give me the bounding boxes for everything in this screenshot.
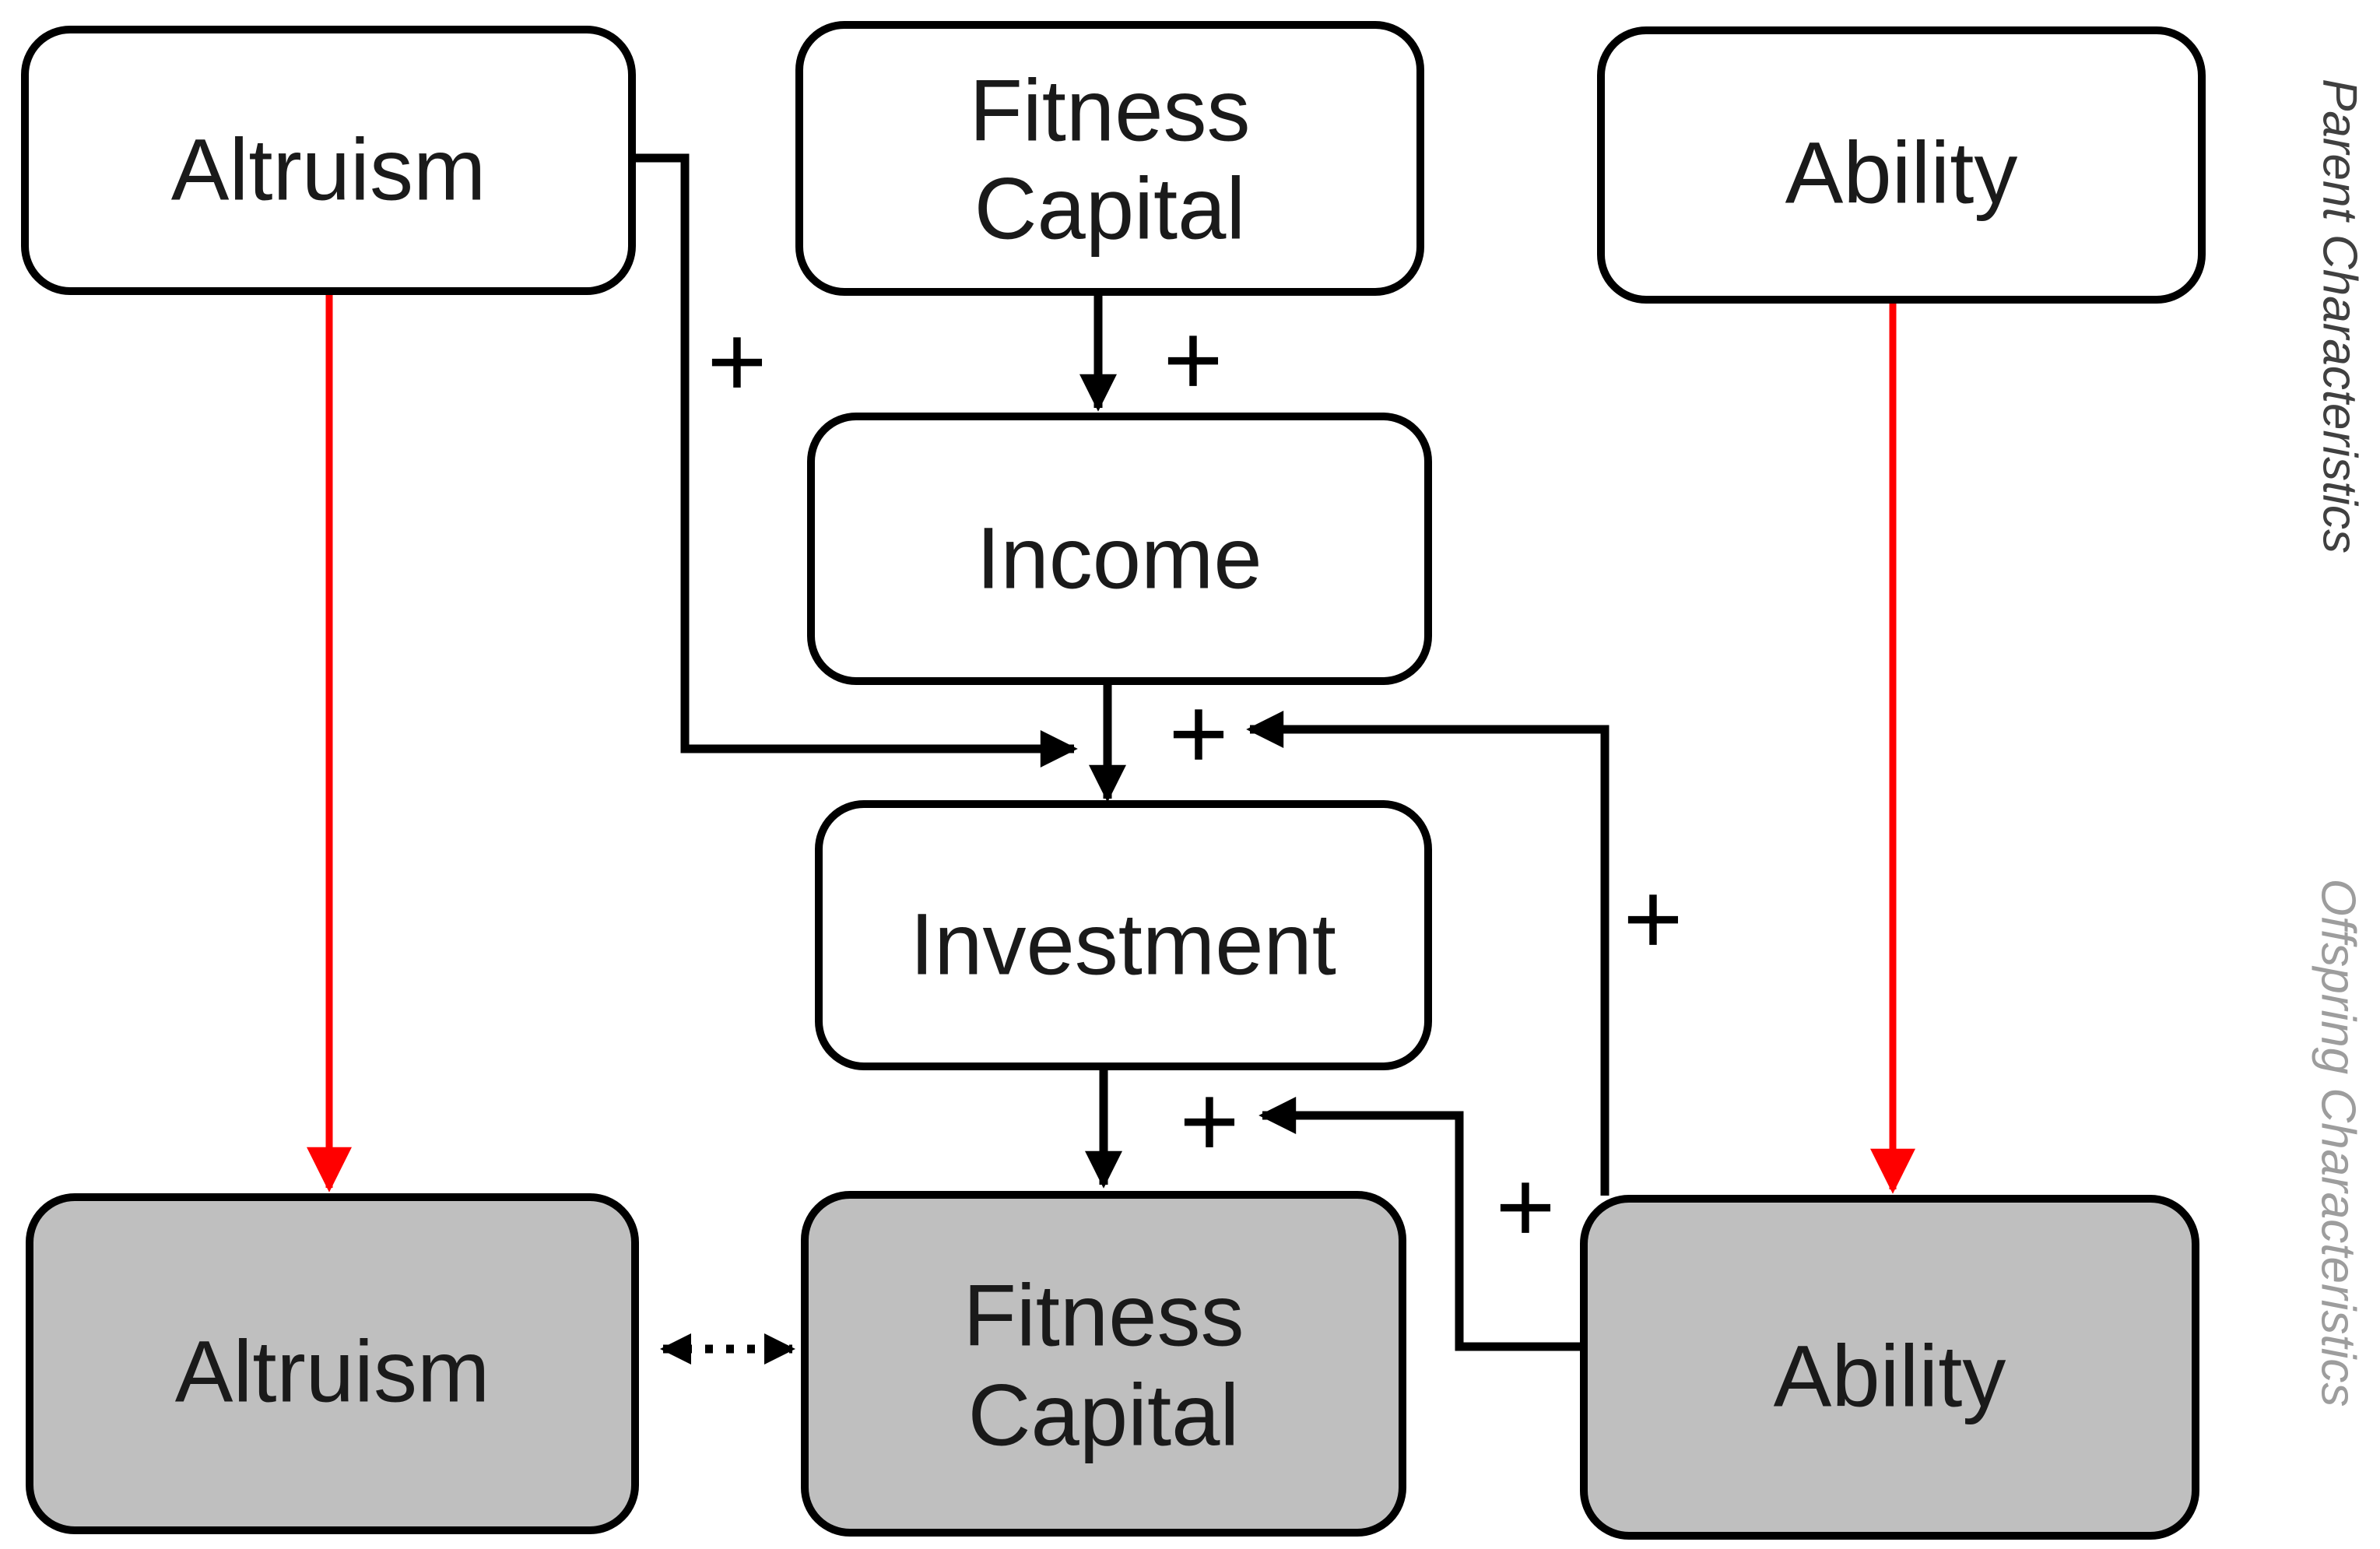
node-parent-fitness-capital-label-line1: Fitness [970,62,1251,160]
node-parent-ability-label: Ability [1785,125,2018,222]
plus-label-ability-to-investment: + [1623,862,1683,976]
node-offspring-ability-box [1580,1195,2199,1540]
node-offspring-fitness-capital-label-line1: Fitness [964,1267,1244,1365]
node-offspring-ability-label: Ability [1774,1328,2006,1425]
edge-offspring-ability-to-investment [1246,711,1609,1196]
edge-parent-altruism-to-investment [632,153,1078,767]
node-parent-ability: Ability [1597,26,2206,304]
node-parent-altruism-label: Altruism [171,121,486,219]
node-offspring-altruism: Altruism [26,1193,639,1534]
node-parent-fitness-capital: Fitness Capital [795,21,1424,296]
node-income: Income [807,413,1432,685]
node-offspring-fitness-capital-label-line2: Capital [968,1367,1240,1464]
plus-label-ability-to-fitness-capital: + [1495,1150,1555,1264]
node-income-label: Income [976,510,1262,607]
node-parent-fitness-capital-label-line2: Capital [974,160,1246,258]
node-investment: Investment [815,800,1432,1070]
row-label-offspring-characteristics: Offspring Characteristics [2312,879,2365,1407]
node-parent-altruism-box [21,26,636,295]
node-parent-fitness-capital-box [795,21,1424,296]
node-parent-altruism: Altruism [21,26,636,295]
node-investment-label: Investment [910,896,1336,993]
row-label-parent-characteristics: Parent Characteristics [2313,79,2367,553]
node-offspring-fitness-capital: Fitness Capital [801,1191,1406,1537]
plus-label-fitness-capital-to-income: + [1163,303,1223,417]
plus-label-investment-to-fitness-capital: + [1179,1064,1239,1178]
plus-label-altruism-to-investment: + [707,304,767,419]
node-investment-box [815,800,1432,1070]
plus-label-income-to-investment: + [1168,676,1228,791]
node-income-box [807,413,1432,685]
node-offspring-fitness-capital-box [801,1191,1406,1537]
node-offspring-altruism-box [26,1193,639,1534]
node-offspring-altruism-label: Altruism [175,1323,490,1421]
edge-offspring-ability-to-offspring-fitness-capital [1258,1097,1586,1351]
node-offspring-ability: Ability [1580,1195,2199,1540]
node-parent-ability-box [1597,26,2206,304]
